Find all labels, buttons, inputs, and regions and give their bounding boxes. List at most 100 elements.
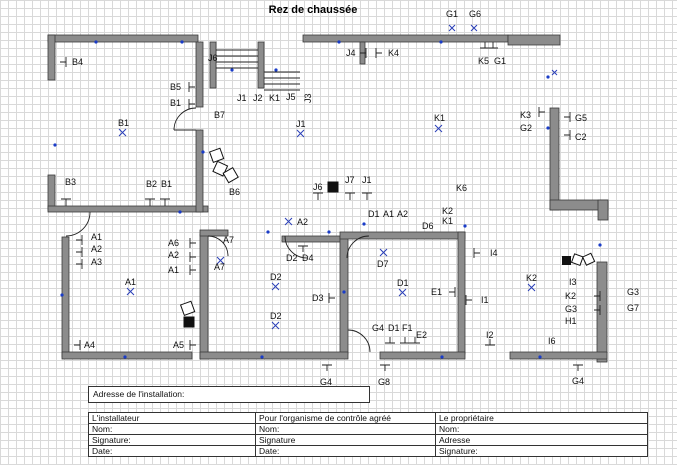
label-i3: I3 [569, 277, 577, 287]
signature-table-row: Date: Date: Signature: [88, 445, 648, 457]
label-k1-upper: K1 [269, 93, 280, 103]
light-point-a1 [126, 287, 135, 296]
wall-bottom-mid [199, 351, 349, 360]
label-b7: B7 [214, 110, 225, 120]
label-d1-bath: D1 [388, 323, 400, 333]
label-k5: K5 [478, 56, 489, 66]
owner-signature: Signature: [435, 445, 648, 457]
label-g4-right: G4 [572, 376, 584, 386]
label-j6: J6 [313, 182, 323, 192]
label-a1-room: A1 [125, 277, 136, 287]
label-b1-upper: B1 [170, 98, 181, 108]
signature-table: L'installateur Pour l'organisme de contr… [88, 412, 648, 457]
label-i6: I6 [548, 336, 556, 346]
owner-name: Nom: [435, 423, 648, 435]
label-j1-lower: J1 [362, 175, 372, 185]
label-b4: B4 [72, 57, 83, 67]
label-g4-left: G4 [320, 377, 332, 387]
label-a5: A5 [173, 340, 184, 350]
label-a1-left: A1 [168, 265, 179, 275]
installer-signature: Signature: [88, 434, 256, 446]
label-g8: G8 [378, 377, 390, 387]
label-k2-upper: K2 [442, 206, 453, 216]
label-j1-room: J1 [296, 119, 306, 129]
label-a6: A6 [168, 238, 179, 248]
wall-center-lower [195, 129, 204, 213]
wall-bottom-left [61, 351, 193, 360]
wall-wc-top [199, 229, 229, 237]
wall-top-far-right [507, 34, 561, 46]
label-g5: G5 [575, 113, 587, 123]
wall-right-lower [596, 261, 608, 363]
label-a7-upper: A7 [223, 235, 234, 245]
label-a2-wall: A2 [91, 244, 102, 254]
inspection-signature: Signature [255, 434, 436, 446]
signature-table-row: Signature: Signature Adresse [88, 434, 648, 446]
plan-title: Rez de chaussée [269, 4, 358, 16]
label-h1: H1 [565, 316, 577, 326]
wall-mid-vertical [339, 235, 349, 355]
installer-name: Nom: [88, 423, 256, 435]
staircase [216, 49, 300, 91]
label-b1-room: B1 [118, 118, 129, 128]
light-point-k2 [527, 283, 536, 292]
installer-header: L'installateur [88, 412, 256, 424]
label-d3: D3 [312, 293, 324, 303]
label-j4: J4 [346, 48, 356, 58]
wall-left-upper [47, 34, 56, 81]
installation-address-field: Adresse de l'installation: [88, 386, 370, 403]
label-j6-top: J6 [208, 53, 218, 63]
inspection-date: Date: [255, 445, 436, 457]
label-a4: A4 [84, 340, 95, 350]
label-a1-wall: A1 [91, 232, 102, 242]
label-g4-bath: G4 [372, 323, 384, 333]
circuit-dots [53, 40, 602, 359]
label-g1: G1 [446, 9, 458, 19]
inspection-name: Nom: [255, 423, 436, 435]
owner-address: Adresse [435, 434, 648, 446]
walls [47, 34, 609, 363]
label-k2-right: K2 [526, 273, 537, 283]
label-b5: B5 [170, 82, 181, 92]
signature-table-row: Nom: Nom: Nom: [88, 423, 648, 435]
wall-bath-top [339, 231, 466, 240]
label-j7: J7 [345, 175, 355, 185]
label-k1-room: K1 [434, 113, 445, 123]
label-i4: I4 [490, 248, 498, 258]
label-g3: G3 [627, 287, 639, 297]
label-b6: B6 [229, 187, 240, 197]
label-g6: G6 [469, 9, 481, 19]
stair-wall-2 [257, 41, 265, 89]
label-d6: D6 [422, 221, 434, 231]
installation-address-label: Adresse de l'installation: [93, 389, 185, 399]
label-d4: D4 [302, 253, 314, 263]
stair-wall [209, 41, 217, 89]
light-point-d2b [271, 321, 280, 330]
label-g3-corner: G3 [565, 304, 577, 314]
label-f1: F1 [402, 323, 413, 333]
label-j1-upper: J1 [237, 93, 247, 103]
label-a7-lower: A7 [214, 262, 225, 272]
wall-room-top [281, 235, 348, 243]
label-a2-left: A2 [168, 250, 179, 260]
label-g2: G2 [520, 123, 532, 133]
label-k1-lower: K1 [442, 216, 453, 226]
label-i2: I2 [486, 330, 494, 340]
label-b3: B3 [65, 177, 76, 187]
label-i1: I1 [481, 295, 489, 305]
owner-header: Le propriétaire [435, 412, 648, 424]
label-a2-center: A2 [297, 217, 308, 227]
wall-bath-right [457, 231, 466, 355]
label-d7: D7 [377, 259, 389, 269]
outlet-symbols [60, 42, 601, 371]
inspection-body-header: Pour l'organisme de contrôle agréé [255, 412, 436, 424]
label-k4: K4 [388, 48, 399, 58]
light-point-d7 [379, 248, 388, 257]
label-a1-top: A1 [383, 209, 394, 219]
appliance-icons [179, 147, 596, 328]
label-j5: J5 [286, 92, 296, 102]
wall-right-upper [549, 107, 560, 211]
wall-center-upper [195, 41, 204, 108]
component-labels: G1 G6 K5 G1 B4 J6 J4 K4 B5 B1 J1 J2 K1 J… [65, 9, 639, 387]
